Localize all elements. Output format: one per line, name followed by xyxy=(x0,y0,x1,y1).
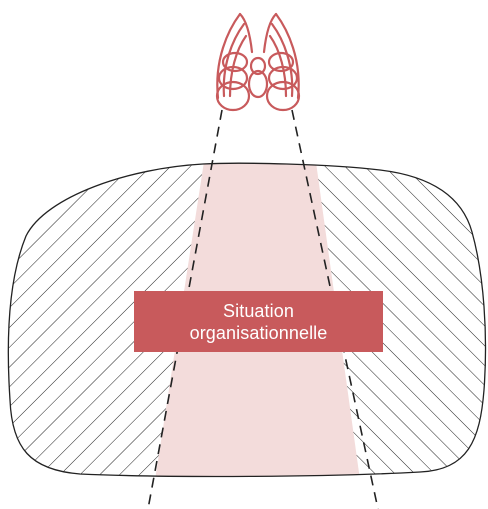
situation-label: Situation organisationnelle xyxy=(134,291,383,352)
label-line-2: organisationnelle xyxy=(190,322,328,344)
label-line-1: Situation xyxy=(223,300,294,322)
binoculars-icon xyxy=(217,14,299,110)
